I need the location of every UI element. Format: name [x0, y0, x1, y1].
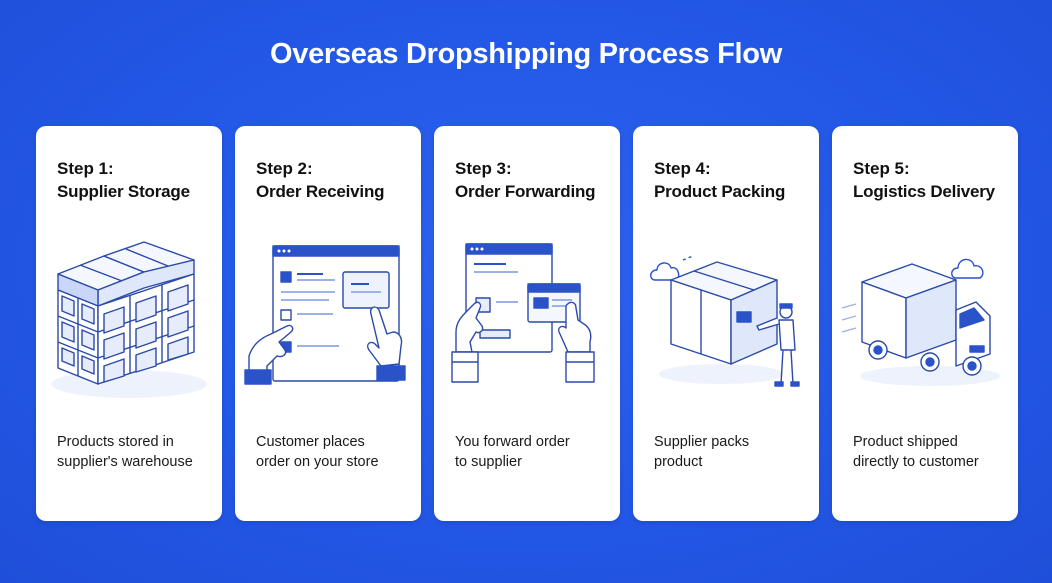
description-line: Supplier packs: [654, 434, 750, 450]
description-line: Customer places: [256, 434, 365, 450]
step-label: Step 3:: [455, 159, 512, 178]
step-name: Supplier Storage: [57, 182, 190, 201]
packing-box-icon: [641, 234, 811, 414]
step-name: Order Receiving: [256, 182, 385, 201]
step-description: You forward order to supplier: [455, 432, 615, 472]
description-line: product: [654, 454, 703, 470]
step-card-4: Step 4: Product Packing: [633, 126, 819, 521]
diagram-title: Overseas Dropshipping Process Flow: [270, 38, 782, 70]
step-description: Product shipped directly to customer: [853, 432, 1013, 472]
warehouse-shelves-icon: [44, 234, 214, 414]
description-line: You forward order: [455, 434, 570, 450]
step-label: Step 2:: [256, 159, 313, 178]
step-card-1: Step 1: Supplier Storage: [36, 126, 222, 521]
description-line: Product shipped: [853, 434, 958, 450]
description-line: Products stored in: [57, 434, 174, 450]
step-name: Order Forwarding: [455, 182, 596, 201]
description-line: directly to customer: [853, 454, 979, 470]
step-label: Step 5:: [853, 159, 910, 178]
step-name: Product Packing: [654, 182, 786, 201]
step-name: Logistics Delivery: [853, 182, 995, 201]
step-description: Supplier packs product: [654, 432, 814, 472]
step-card-5: Step 5: Logistics Delivery: [832, 126, 1018, 521]
delivery-truck-icon: [840, 234, 1010, 414]
step-description: Products stored in supplier's warehouse: [57, 432, 217, 472]
forward-order-icon: [442, 234, 612, 414]
step-card-2: Step 2: Order Receiving: [235, 126, 421, 521]
step-label: Step 4:: [654, 159, 711, 178]
step-card-3: Step 3: Order Forwarding: [434, 126, 620, 521]
description-line: supplier's warehouse: [57, 454, 193, 470]
step-label: Step 1:: [57, 159, 114, 178]
description-line: order on your store: [256, 454, 379, 470]
tablet-order-icon: [243, 234, 413, 414]
step-description: Customer places order on your store: [256, 432, 416, 472]
description-line: to supplier: [455, 454, 522, 470]
